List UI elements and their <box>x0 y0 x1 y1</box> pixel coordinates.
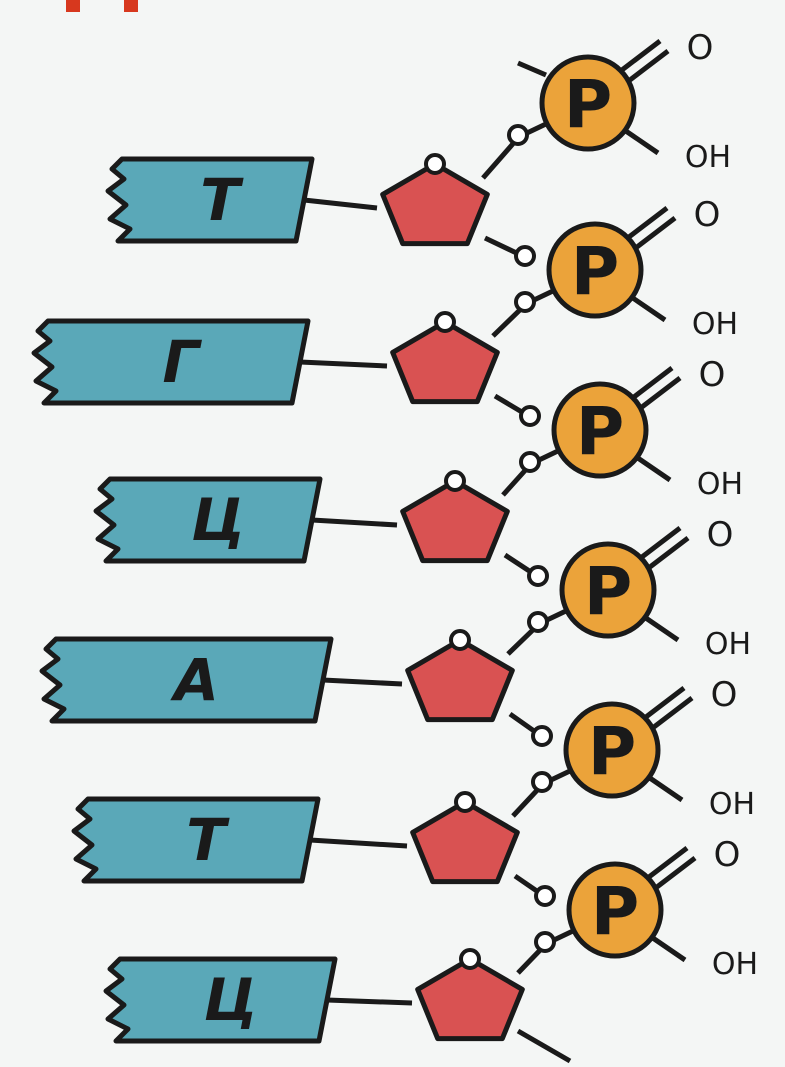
oxygen-circle-icon <box>424 153 446 175</box>
oxygen-label: O <box>707 515 734 555</box>
phosphate-letter: P <box>584 553 632 630</box>
oxygen-label: O <box>694 195 721 235</box>
phosphate-circle <box>546 221 644 319</box>
base-block <box>103 956 338 1044</box>
hydroxyl-label: OH <box>709 787 755 822</box>
oxygen-label: O <box>714 835 741 875</box>
sugar-pentagon <box>380 161 490 247</box>
oxygen-label: O <box>711 675 738 715</box>
oxygen-circle-icon <box>444 470 466 492</box>
oxygen-circle-icon <box>434 311 456 333</box>
base-block <box>71 796 321 884</box>
nucleotide-row: Г <box>31 311 500 406</box>
sugar-pentagon <box>410 799 520 885</box>
oxygen-circle-icon <box>519 405 541 427</box>
oxygen-circle-icon <box>519 451 541 473</box>
oxygen-circle-icon <box>527 611 549 633</box>
strand-end-tail <box>516 1028 572 1064</box>
glycosidic-bond <box>299 359 388 369</box>
oxygen-circle-icon <box>534 931 556 953</box>
oxygen-label: O <box>699 355 726 395</box>
nucleotide-row: Т <box>105 153 490 247</box>
nucleotide-row: А <box>39 629 515 724</box>
glycosidic-bond <box>311 517 398 528</box>
phosphate-circle <box>559 541 657 639</box>
phosphate-group: P O OH <box>513 835 758 982</box>
base-letter: Т <box>186 806 230 874</box>
oxygen-circle-icon <box>514 291 536 313</box>
sugar-pentagon <box>405 637 515 723</box>
red-bars-icon <box>66 0 138 12</box>
base-letter: Ц <box>204 966 258 1034</box>
base-block <box>39 636 334 724</box>
glycosidic-bond <box>309 837 408 849</box>
hydroxyl-label: OH <box>692 307 738 342</box>
phosphate-circle <box>566 861 664 959</box>
phosphate-letter: P <box>588 713 636 790</box>
glycosidic-bond <box>326 997 413 1006</box>
sugar-pentagon <box>415 956 525 1042</box>
oxygen-circle-icon <box>454 791 476 813</box>
hydroxyl-label: OH <box>685 140 731 175</box>
phosphate-letter: P <box>571 233 619 310</box>
nucleotide-row: Т <box>71 791 520 885</box>
hydroxyl-label: OH <box>697 467 743 502</box>
nucleotide-row: Ц <box>93 470 510 564</box>
nucleotide-row: Ц <box>103 948 525 1044</box>
oxygen-circle-icon <box>514 245 536 267</box>
phosphate-letter: P <box>591 873 639 950</box>
base-block <box>93 476 323 564</box>
sugar-pentagon <box>400 478 510 564</box>
base-letter: А <box>170 646 219 714</box>
hydroxyl-label: OH <box>705 627 751 662</box>
phosphate-circle <box>551 381 649 479</box>
hydroxyl-label: OH <box>712 947 758 982</box>
phosphate-letter: P <box>564 66 612 143</box>
phosphate-group: P O OH <box>481 28 731 180</box>
oxygen-circle-icon <box>507 124 529 146</box>
phosphate-circle <box>539 54 637 152</box>
phosphate-group: P O OH <box>508 675 755 822</box>
oxygen-circle-icon <box>534 885 556 907</box>
phosphate-group: P O OH <box>493 355 743 502</box>
base-block <box>105 156 315 244</box>
base-letter: Т <box>200 166 244 234</box>
oxygen-label: O <box>687 28 714 68</box>
glycosidic-bond <box>303 197 378 211</box>
oxygen-circle-icon <box>527 565 549 587</box>
base-block <box>31 318 311 406</box>
base-letter: Ц <box>191 486 245 554</box>
phosphate-group: P O OH <box>483 195 738 342</box>
phosphate-circle <box>563 701 661 799</box>
oxygen-circle-icon <box>459 948 481 970</box>
base-letter: Г <box>163 328 203 396</box>
phosphate-group: P O OH <box>503 515 751 662</box>
oxygen-circle-icon <box>531 771 553 793</box>
phosphate-letter: P <box>576 393 624 470</box>
glycosidic-bond <box>322 677 403 687</box>
sugar-pentagon <box>390 319 500 405</box>
oxygen-circle-icon <box>449 629 471 651</box>
oxygen-circle-icon <box>531 725 553 747</box>
